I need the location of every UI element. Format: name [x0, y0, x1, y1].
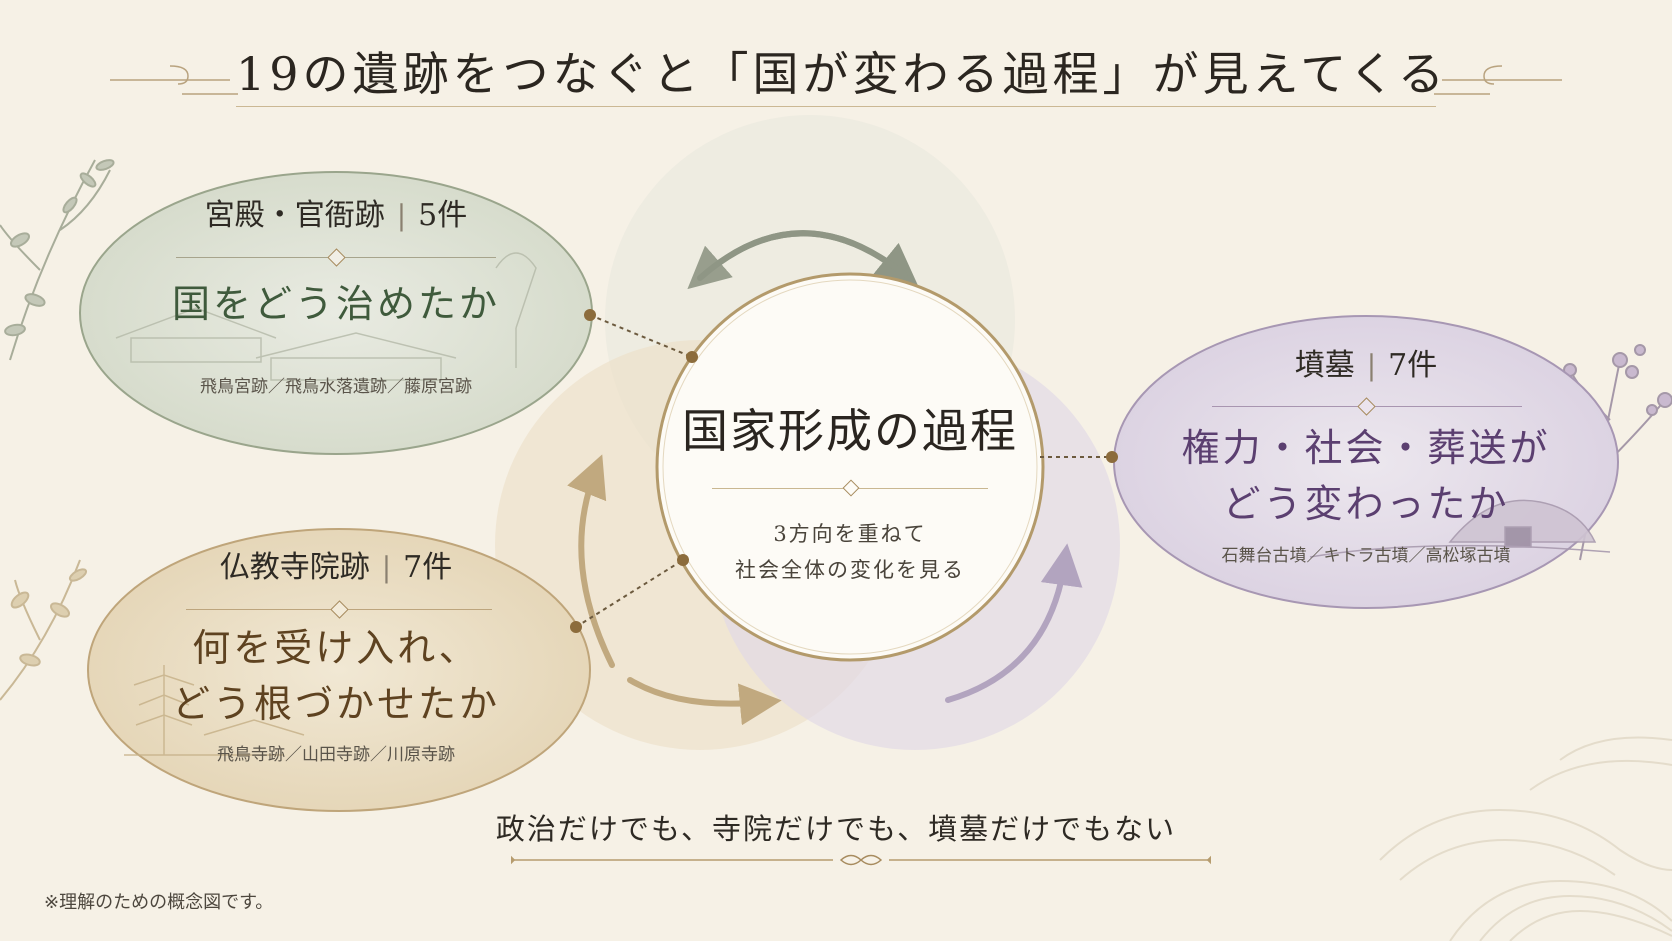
- category-question-palace: 国をどう治めたか: [146, 276, 526, 332]
- category-count: 7件: [403, 550, 453, 585]
- category-question-temple: 何を受け入れ、 どう根づかせたか: [146, 620, 526, 732]
- category-name: 宮殿・官衙跡: [204, 198, 385, 233]
- title-flourish-right: [1434, 65, 1562, 95]
- wave-pattern-decoration: [1379, 736, 1672, 941]
- header-separator: |: [396, 199, 407, 232]
- center-desc-line: 3方向を重ねて: [773, 522, 927, 546]
- palace-illustration: [115, 252, 537, 381]
- category-header-palace: 宮殿・官衙跡 | 5件: [186, 196, 486, 236]
- center-desc-line: 社会全体の変化を見る: [735, 558, 965, 582]
- center-title: 国家形成の過程: [682, 404, 1018, 458]
- pagoda-illustration: [124, 665, 305, 756]
- branch-decoration-top-left: [0, 159, 115, 361]
- title-underline: [236, 106, 1436, 107]
- category-count: 5件: [418, 198, 468, 233]
- category-ellipse-temple: [87, 528, 591, 812]
- category-ellipse-tomb: [1113, 315, 1619, 609]
- bottom-message: 政治だけでも、寺院だけでも、墳墓だけでもない: [495, 812, 1177, 846]
- category-sites-palace: 飛鳥宮跡／飛鳥水落遺跡／藤原宮跡: [200, 377, 472, 397]
- question-line: どう変わったか: [1222, 482, 1510, 526]
- branch-decoration-lower-left: [0, 559, 88, 701]
- category-name: 仏教寺院跡: [219, 550, 370, 585]
- category-ellipse-palace: [79, 171, 593, 455]
- category-header-temple: 仏教寺院跡 | 7件: [186, 548, 486, 588]
- header-separator: |: [381, 551, 392, 584]
- main-title: 19の遺跡をつなぐと「国が変わる過程」が見えてくる: [236, 47, 1448, 101]
- center-circle: [655, 272, 1045, 662]
- category-count: 7件: [1388, 348, 1438, 383]
- center-description: 3方向を重ねて 社会全体の変化を見る: [660, 516, 1040, 588]
- question-line: どう根づかせたか: [171, 682, 500, 726]
- title-flourish-left: [110, 65, 238, 95]
- category-header-tomb: 墳墓 | 7件: [1216, 346, 1516, 386]
- category-question-tomb: 権力・社会・葬送が どう変わったか: [1176, 420, 1556, 532]
- category-sites-tomb: 石舞台古墳／キトラ古墳／高松塚古墳: [1221, 546, 1511, 566]
- category-name: 墳墓: [1294, 348, 1355, 383]
- tomb-illustration: [1309, 499, 1611, 558]
- question-line: 権力・社会・葬送が: [1181, 426, 1551, 470]
- category-sites-temple: 飛鳥寺跡／山田寺跡／川原寺跡: [217, 745, 455, 765]
- question-line: 国をどう治めたか: [171, 282, 500, 326]
- question-line: 何を受け入れ、: [192, 626, 480, 670]
- footnote: ※理解のための概念図です。: [44, 892, 274, 913]
- header-separator: |: [1366, 349, 1377, 382]
- bottom-divider: [511, 854, 1211, 866]
